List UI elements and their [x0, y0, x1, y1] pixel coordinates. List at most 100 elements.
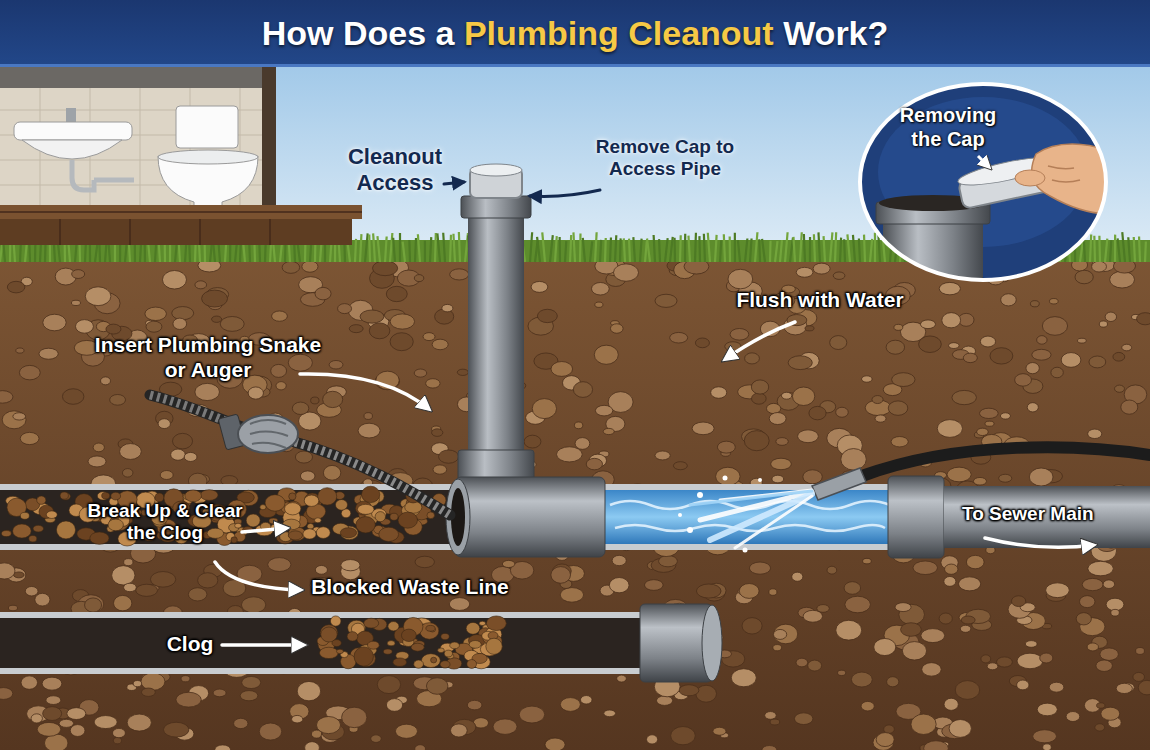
- grass: [762, 239, 765, 262]
- clog-debris: [388, 622, 399, 631]
- clog-debris: [440, 661, 450, 668]
- clog-debris: [304, 495, 319, 506]
- grass: [365, 233, 368, 262]
- clog-debris: [469, 641, 481, 649]
- bathroom: [14, 122, 132, 140]
- pebble: [305, 742, 320, 750]
- pebble: [695, 338, 709, 348]
- grass: [408, 240, 411, 262]
- grass: [559, 237, 562, 262]
- grass: [373, 233, 375, 262]
- pebble: [439, 450, 459, 463]
- grass: [443, 233, 445, 262]
- pebble: [242, 676, 261, 688]
- pebble: [679, 685, 699, 696]
- title-word: Cleanout: [628, 14, 773, 53]
- pebble: [1043, 744, 1051, 750]
- pebble: [888, 401, 908, 415]
- pebble: [302, 261, 318, 272]
- pebble: [551, 362, 573, 377]
- clog-debris: [56, 521, 75, 539]
- pebble: [1101, 707, 1120, 720]
- clog-debris: [379, 527, 399, 541]
- blocked-pipe: [640, 604, 712, 682]
- pebble: [595, 405, 612, 416]
- pebble: [960, 625, 970, 632]
- pebble: [341, 560, 360, 571]
- water-spray: [735, 496, 812, 548]
- water-spray: [690, 491, 812, 505]
- clog-debris: [401, 629, 416, 641]
- clog-debris: [37, 496, 46, 504]
- pebble: [390, 314, 414, 329]
- clog-debris: [340, 528, 356, 538]
- pebble: [895, 603, 911, 612]
- grass: [530, 232, 532, 262]
- pebble: [124, 559, 133, 566]
- grass: [870, 239, 872, 262]
- pebble: [1121, 400, 1138, 414]
- pebble: [1110, 271, 1135, 288]
- pebble: [545, 738, 565, 750]
- pebble: [833, 272, 845, 279]
- pebble: [894, 324, 903, 330]
- grass: [624, 238, 625, 262]
- water-spray: [678, 513, 682, 517]
- pebble: [872, 396, 883, 404]
- bathroom: [0, 212, 362, 245]
- pebble: [163, 722, 188, 737]
- pebble: [944, 698, 958, 710]
- pebble: [1115, 385, 1125, 392]
- pebble: [292, 715, 303, 722]
- pebble: [467, 700, 482, 709]
- pebble: [1000, 413, 1010, 419]
- pebble: [788, 356, 812, 370]
- plumbing-snake: [288, 440, 450, 515]
- title-bar-rule: [0, 64, 1150, 67]
- pebble: [836, 620, 862, 640]
- bathroom: [72, 160, 94, 190]
- pebble: [113, 737, 121, 743]
- callout-label: Insert Plumbing Snake or Auger: [88, 333, 328, 383]
- pebble: [377, 676, 400, 694]
- grass: [800, 232, 802, 262]
- clog-debris: [375, 512, 385, 522]
- waste-line: [944, 486, 1150, 548]
- pebble: [1076, 613, 1091, 625]
- pebble: [575, 438, 590, 450]
- grass: [1114, 235, 1116, 262]
- pebble: [414, 369, 427, 377]
- pebble: [765, 712, 777, 720]
- pebble: [292, 402, 308, 414]
- pebble: [696, 685, 717, 702]
- pebble: [980, 408, 999, 418]
- title-word: How: [262, 14, 334, 53]
- pebble: [323, 465, 340, 480]
- pebble: [875, 415, 886, 422]
- pebble: [731, 669, 756, 687]
- waste-line: [0, 476, 1150, 558]
- clog-debris: [200, 490, 218, 501]
- clog-debris: [303, 529, 316, 539]
- clog-debris: [33, 525, 43, 532]
- title-word: a: [436, 14, 455, 53]
- clog-debris: [411, 643, 424, 651]
- pebble: [85, 287, 111, 306]
- pebble: [1097, 703, 1105, 708]
- leader-arrow: [242, 528, 288, 532]
- pebble: [922, 663, 941, 676]
- pebble: [176, 692, 201, 707]
- pebble: [796, 658, 808, 667]
- pebble: [1088, 561, 1113, 576]
- pebble: [1037, 336, 1047, 345]
- pebble: [1061, 353, 1081, 368]
- pebble: [744, 431, 769, 451]
- grass: [818, 232, 820, 262]
- pebble: [874, 638, 896, 655]
- cap-illustration: [1015, 170, 1045, 186]
- pebble: [532, 399, 556, 419]
- clog-debris: [111, 492, 121, 500]
- pebble: [716, 467, 740, 485]
- grass: [399, 233, 401, 262]
- pebble: [773, 629, 786, 639]
